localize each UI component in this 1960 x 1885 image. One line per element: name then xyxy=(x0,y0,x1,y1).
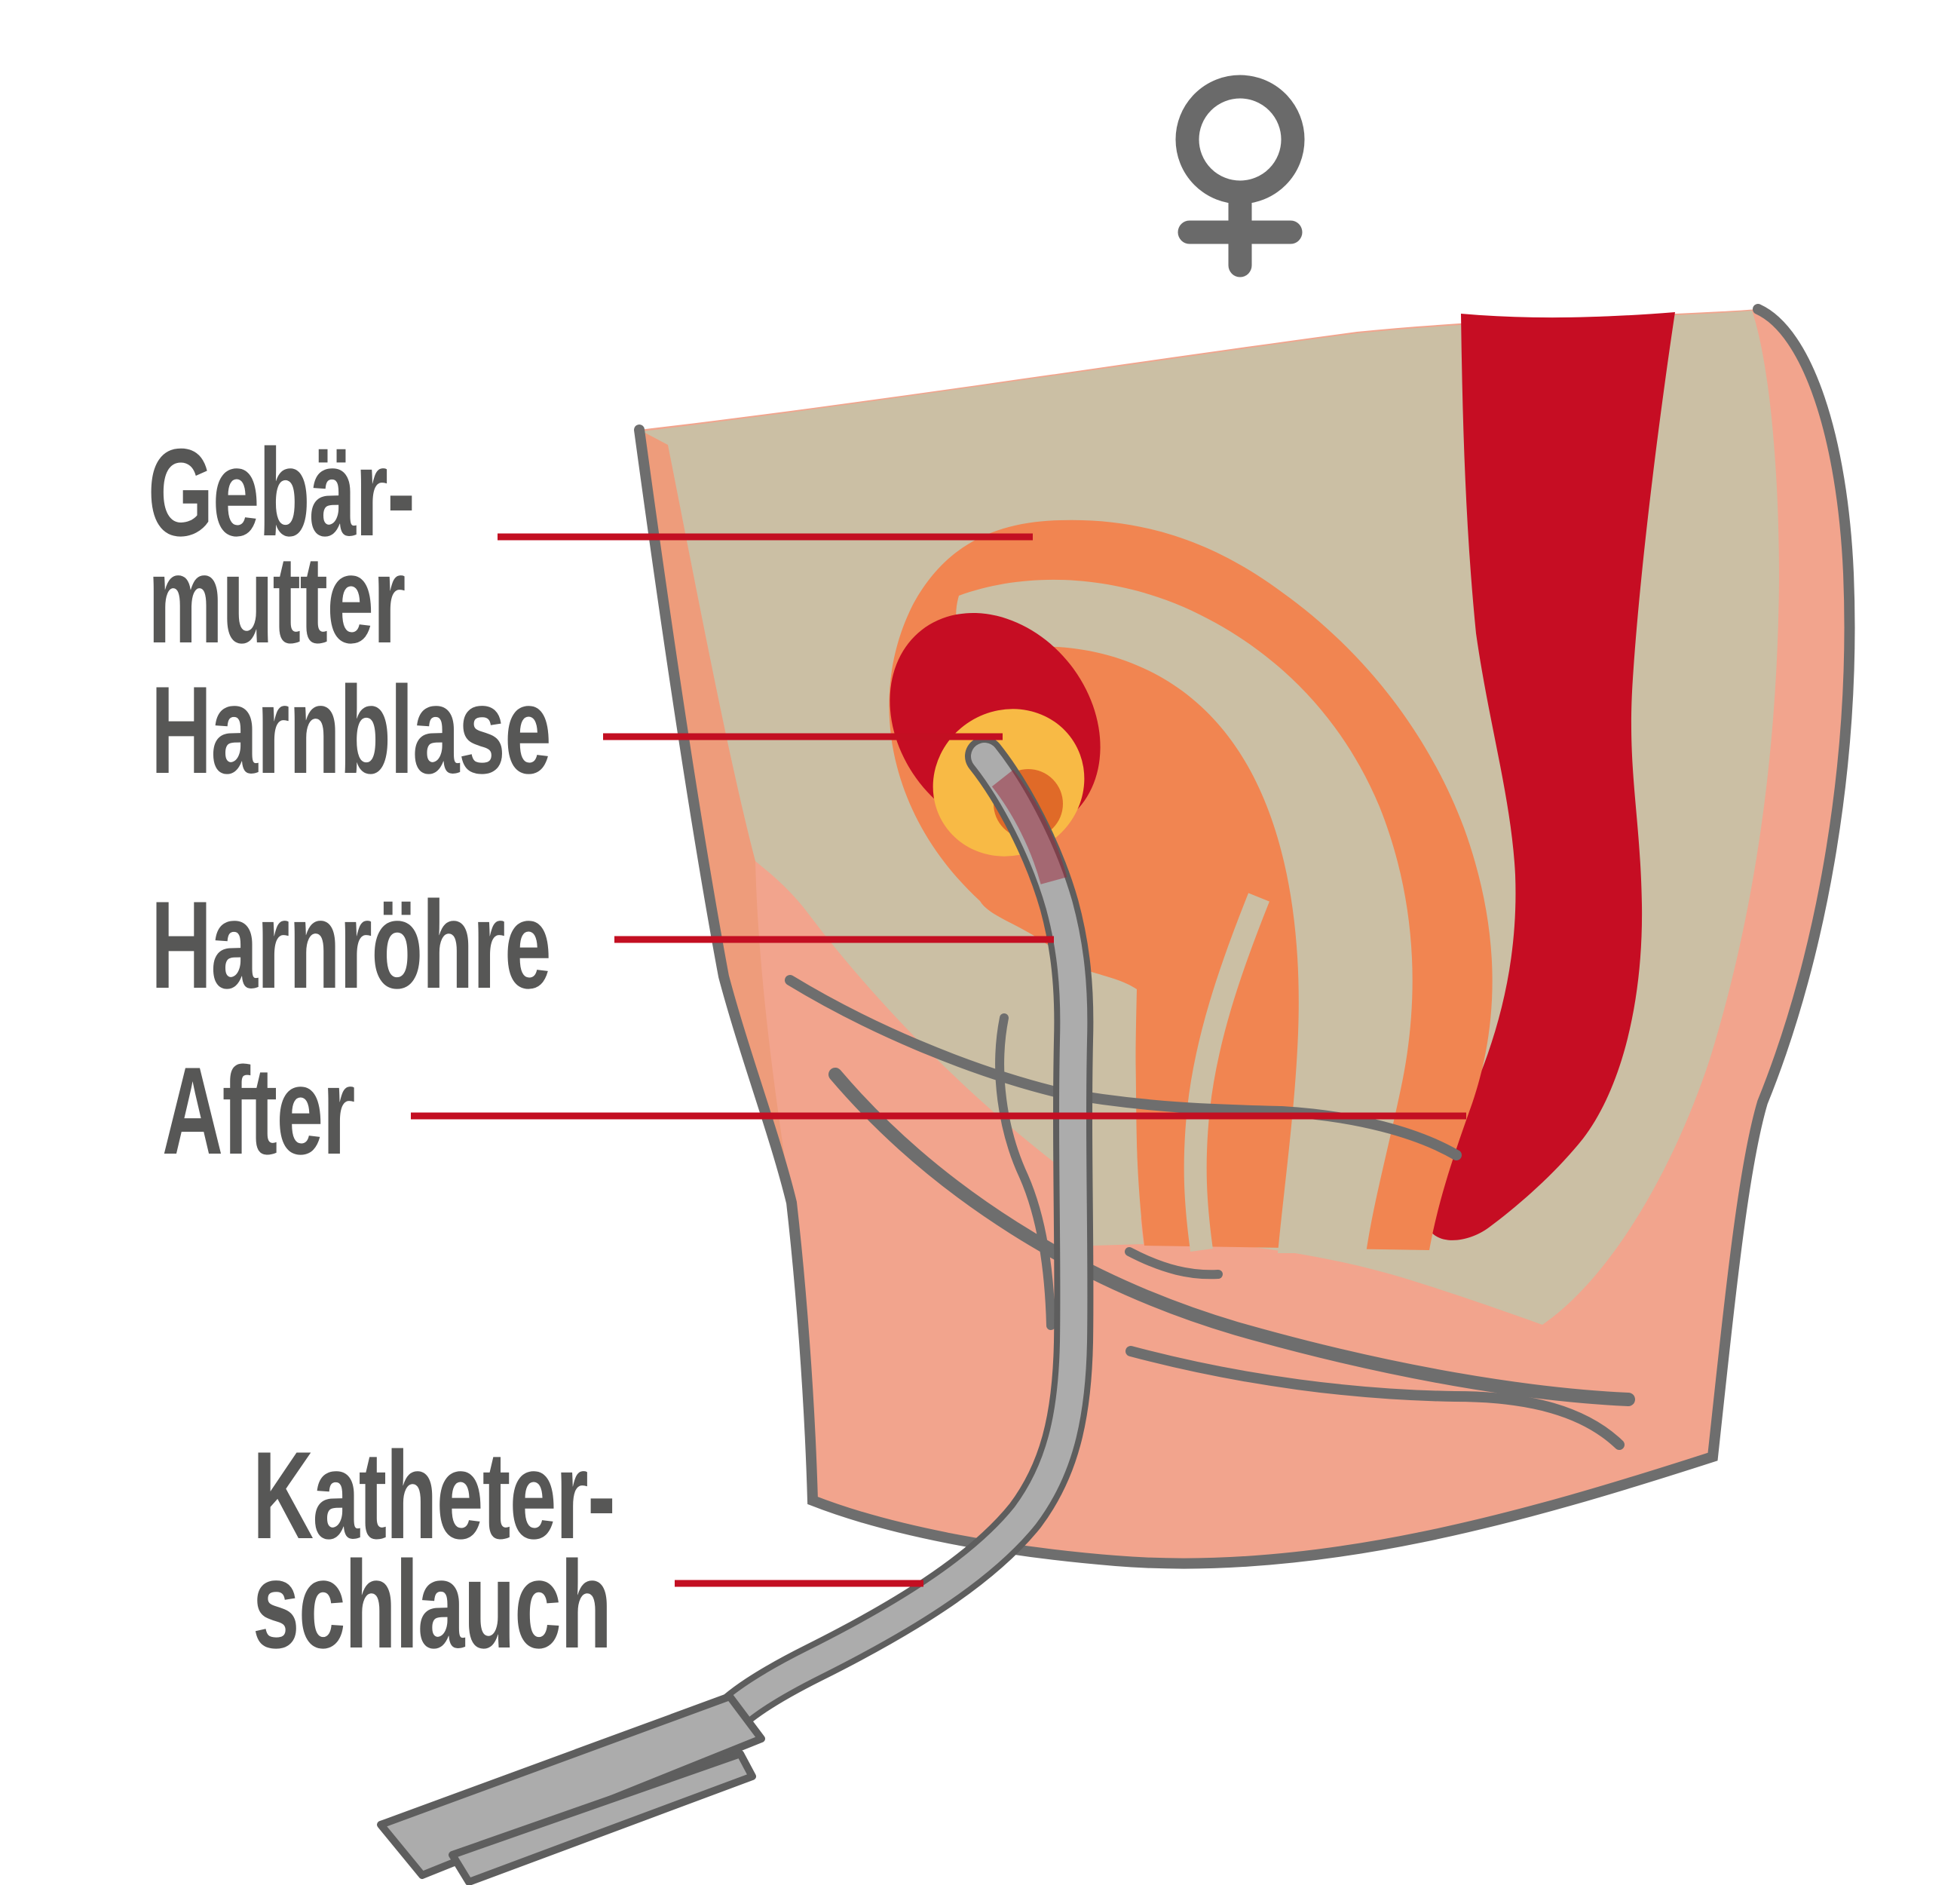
leader-lines xyxy=(411,533,1466,1587)
body-outline xyxy=(634,304,1855,1569)
body-cross-section xyxy=(634,304,1855,1569)
inner-canal-sliver xyxy=(1184,893,1269,1252)
label-catheter-line2: schlauch xyxy=(253,1534,611,1674)
fold-line-pubic xyxy=(785,975,1462,1160)
vaginal-canal-shape xyxy=(956,579,1413,1253)
label-bladder: Harnblase xyxy=(151,660,550,799)
skin-rim-left xyxy=(639,430,792,1203)
fold-line-small xyxy=(1125,1247,1223,1280)
fold-line-lower xyxy=(1125,1346,1625,1450)
female-icon-circle xyxy=(1175,75,1305,204)
label-anus: After xyxy=(162,1041,354,1180)
labels: Gebär- mutter Harnblase Harnröhre After … xyxy=(148,422,616,1674)
skin-fold-lines xyxy=(785,975,1635,1450)
female-icon xyxy=(1175,75,1305,277)
catheter xyxy=(377,737,1094,1885)
catheter-connector xyxy=(377,1693,765,1885)
rectum-shape xyxy=(1426,312,1675,1240)
fold-line-labia xyxy=(995,1013,1055,1330)
label-uterus-line1: Gebär- xyxy=(148,422,414,562)
label-catheter-line1: Katheter- xyxy=(253,1425,614,1565)
label-urethra: Harnröhre xyxy=(151,875,550,1014)
catheter-tube xyxy=(709,743,1088,1737)
connector-upper-prong xyxy=(377,1693,765,1879)
label-uterus-line2: mutter xyxy=(148,529,405,669)
connector-lower-prong xyxy=(449,1750,756,1885)
catheter-tube-tinted-segment xyxy=(991,769,1067,884)
fold-line-gluteal xyxy=(828,1068,1635,1406)
